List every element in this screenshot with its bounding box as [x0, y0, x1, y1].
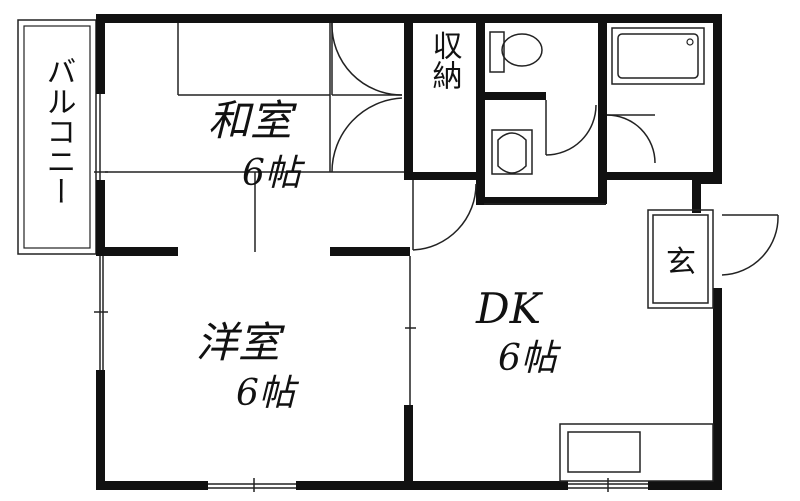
- thin-walls: [94, 23, 648, 492]
- washitsu-size: 6帖: [242, 153, 306, 194]
- dk-name: DK: [475, 284, 544, 333]
- storage-label: 収納: [427, 30, 463, 90]
- walls: [96, 14, 722, 490]
- youshitsu-name: 洋室: [196, 318, 285, 367]
- doors: [331, 22, 779, 276]
- washitsu-name: 和室: [208, 96, 297, 145]
- balcony-label: バルコニー: [41, 56, 76, 206]
- dk-size: 6帖: [498, 338, 562, 379]
- kitchen-sink: [559, 423, 714, 482]
- balcony: [17, 19, 97, 255]
- bathtub: [611, 27, 705, 85]
- entrance-label: 玄: [666, 245, 696, 280]
- entrance-box: [647, 209, 714, 309]
- toilet-fixture: [489, 31, 543, 175]
- youshitsu-size: 6帖: [236, 373, 300, 414]
